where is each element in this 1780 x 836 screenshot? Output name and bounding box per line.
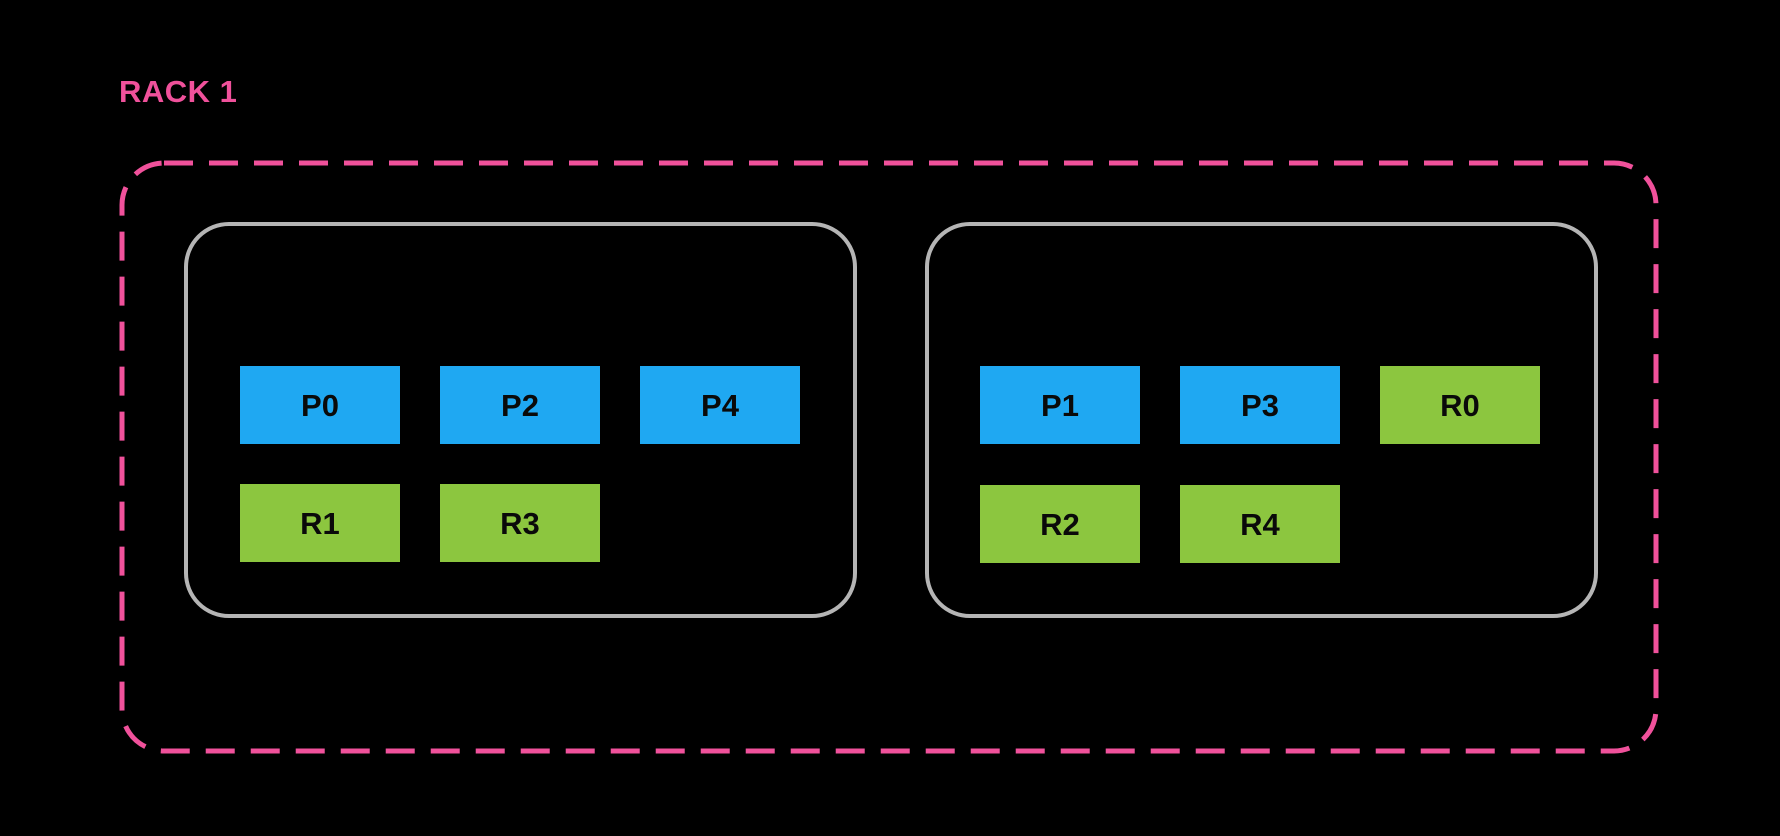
node-panel-2: P1 P3 R0 R2 R4 [925, 222, 1598, 618]
rack-title: RACK 1 [119, 74, 238, 109]
partition-box-p0: P0 [240, 366, 400, 444]
partition-box-p2: P2 [440, 366, 600, 444]
partition-box-p3: P3 [1180, 366, 1340, 444]
replica-box-r0: R0 [1380, 366, 1540, 444]
partition-box-p1: P1 [980, 366, 1140, 444]
replica-box-r4: R4 [1180, 485, 1340, 563]
node-panel-1: P0 P2 P4 R1 R3 [184, 222, 857, 618]
replica-box-r1: R1 [240, 484, 400, 562]
replica-box-r2: R2 [980, 485, 1140, 563]
partition-box-p4: P4 [640, 366, 800, 444]
replica-box-r3: R3 [440, 484, 600, 562]
